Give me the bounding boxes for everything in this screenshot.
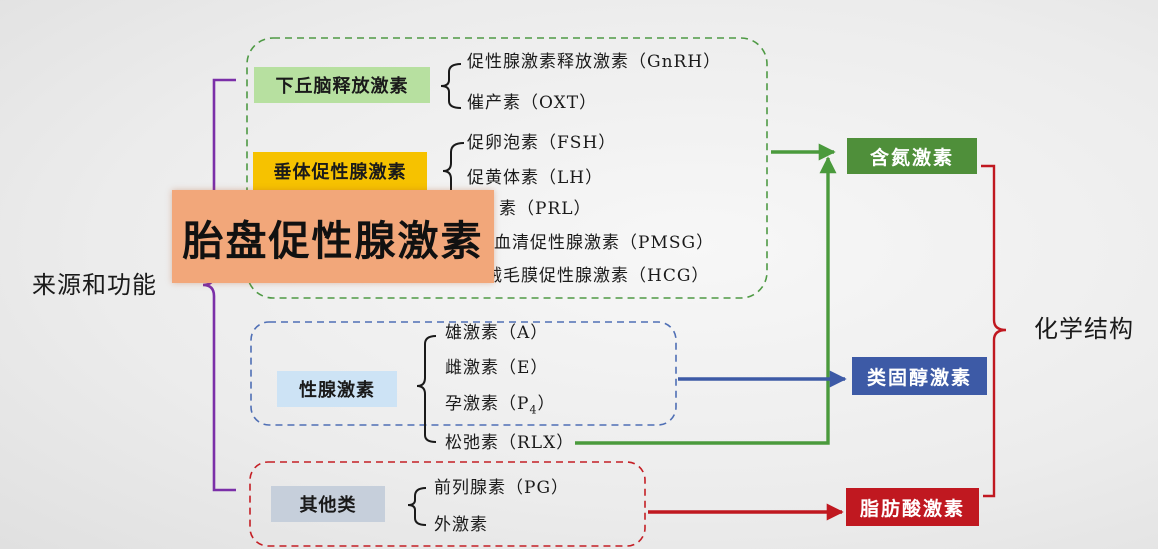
hormone-progesterone-subscript: 4 — [529, 403, 538, 417]
structure-label: 化学结构 — [1034, 315, 1134, 343]
group-blue-outline — [250, 321, 677, 426]
hormone-progesterone: 孕激素（P4） — [445, 394, 556, 417]
category-hypothalamus: 下丘脑释放激素 — [254, 67, 430, 103]
hormone-pmsg: 血清促性腺激素（PMSG） — [494, 233, 715, 253]
hormone-pheromone: 外激素 — [434, 515, 488, 535]
hormone-fsh: 促卵泡素（FSH） — [467, 133, 617, 153]
hormone-lh: 促黄体素（LH） — [467, 168, 604, 188]
source-brace — [202, 78, 236, 492]
hormone-hcg: 人绒毛膜促性腺激素（HCG） — [467, 266, 710, 286]
hormone-progesterone-close: ） — [537, 394, 556, 414]
category-other: 其他类 — [271, 486, 385, 522]
placenta-gonadotropin-label: 胎盘促性腺激素 — [172, 190, 494, 283]
hormone-gnrh: 促性腺激素释放激素（GnRH） — [467, 52, 722, 72]
hormone-oxt: 催产素（OXT） — [467, 93, 598, 113]
brace-other — [407, 487, 427, 526]
hormone-androgen: 雄激素（A） — [445, 323, 549, 343]
arrow-rlx-to-nitrogen — [575, 156, 837, 445]
hormone-progesterone-text: 孕激素（P — [445, 394, 530, 414]
class-steroid: 类固醇激素 — [852, 357, 987, 395]
category-pituitary: 垂体促性腺激素 — [253, 152, 427, 190]
class-nitrogen: 含氮激素 — [847, 138, 977, 174]
source-label: 来源和功能 — [32, 271, 157, 299]
hormone-relaxin: 松弛素（RLX） — [445, 433, 575, 453]
class-fatty-acid: 脂肪酸激素 — [846, 488, 979, 526]
structure-brace — [981, 164, 1007, 498]
brace-gonad — [416, 335, 437, 443]
hormone-prostaglandin: 前列腺素（PG） — [434, 478, 570, 498]
group-green-outline — [246, 37, 768, 299]
brace-hypothalamus — [440, 63, 462, 109]
group-red-outline — [249, 461, 646, 547]
hormone-prl: 素（PRL） — [499, 199, 592, 219]
category-gonad: 性腺激素 — [277, 371, 397, 407]
hormone-estrogen: 雌激素（E） — [445, 358, 549, 378]
